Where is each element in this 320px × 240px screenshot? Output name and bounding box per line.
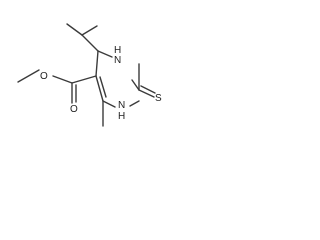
- ester-oxygen-label: O: [40, 71, 48, 82]
- thione-sulfur-label: S: [155, 93, 162, 104]
- bond-c5-c6-single: [95, 75, 104, 102]
- bond-c2-s-2: [140, 85, 156, 94]
- bond-c4-c5: [95, 50, 99, 77]
- bond-isopropyl-right: [81, 25, 98, 36]
- bond-isopropyl-left: [66, 23, 83, 36]
- bond-n3-c4: [97, 50, 113, 58]
- bond-isopropyl-to-ring: [81, 34, 99, 52]
- bond-c2-n3: [131, 79, 140, 91]
- carbonyl-oxygen-label: O: [70, 104, 78, 115]
- nh-bottom-h-label: H: [118, 111, 125, 122]
- nh-top-h-label: H: [114, 45, 121, 56]
- nh-top-n-label: N: [114, 55, 121, 66]
- bond-c2-s-1: [138, 89, 155, 98]
- bond-carbonyl-to-ester-o: [52, 75, 73, 84]
- bond-c6-n1: [102, 100, 116, 108]
- nh-bottom-n-label: N: [118, 100, 125, 111]
- bond-n1-c2: [129, 100, 140, 107]
- molecule-structure-diagram: O O H N N H S: [17, 23, 162, 127]
- bond-ester-o-methyl: [17, 69, 40, 83]
- bond-c5-carbonyl: [71, 75, 97, 84]
- bond-c5-c6-double: [99, 76, 107, 98]
